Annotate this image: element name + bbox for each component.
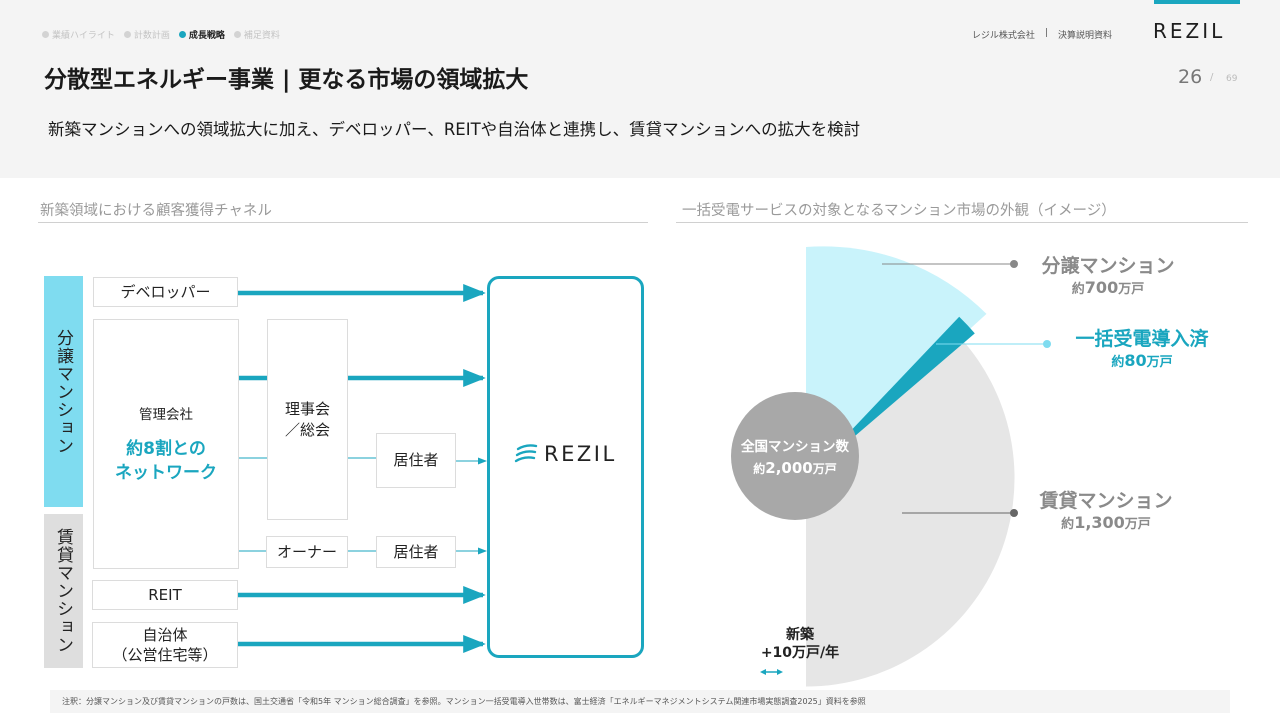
- resident-box-2: 居住者: [376, 536, 456, 568]
- municipality-box: 自治体 （公営住宅等）: [92, 622, 238, 668]
- new-build-label: 新築 +10万戸/年: [760, 627, 840, 662]
- bunjo-side-label: 分譲マンション: [44, 276, 83, 507]
- ikkatsu-value: 約80万戸: [1111, 351, 1173, 370]
- page-title: 分散型エネルギー事業 | 更なる市場の領域拡大: [44, 67, 529, 93]
- page-number: 26: [1178, 66, 1203, 88]
- left-section-heading: 新築領域における顧客獲得チャネル: [40, 203, 272, 219]
- nav-item-appendix[interactable]: 補足資料: [233, 28, 280, 41]
- new-build-arrow-left-head: [760, 669, 766, 675]
- leader-bunjo-dot: [1010, 260, 1018, 268]
- nav-dot-icon: [178, 31, 186, 38]
- page-separator: /: [1210, 72, 1214, 83]
- right-heading-divider: [676, 222, 1248, 223]
- bunjo-value: 約700万戸: [1071, 278, 1145, 297]
- leader-chintai-dot: [1010, 509, 1018, 517]
- chintai-value: 約1,300万戸: [1061, 513, 1151, 532]
- bunjo-label: 分譲マンション 約700万戸: [1030, 251, 1186, 297]
- mgmt-company-label: 管理会社: [139, 407, 193, 423]
- right-section-heading: 一括受電サービスの対象となるマンション市場の外観（イメージ）: [682, 203, 1116, 219]
- resident-box-1: 居住者: [376, 433, 456, 488]
- total-market-circle: 全国マンション数 約2,000万戸: [731, 392, 859, 520]
- mgmt-network-highlight: 約8割との ネットワーク: [115, 439, 217, 483]
- company-info: レジル株式会社 | 決算説明資料: [972, 28, 1112, 41]
- nav-item-plan[interactable]: 計数計画: [123, 28, 170, 41]
- leader-ikkatsu-dot: [1043, 340, 1051, 348]
- chintai-label: 賃貸マンション 約1,300万戸: [1026, 486, 1186, 532]
- page-total: 69: [1226, 74, 1238, 84]
- reit-box: REIT: [92, 580, 238, 610]
- rezil-header-logo: REZIL: [1153, 19, 1226, 43]
- nav-dot-icon: [42, 31, 49, 38]
- rezil-wave-icon: [514, 444, 538, 463]
- document-type: 決算説明資料: [1057, 31, 1112, 41]
- nav-item-growth[interactable]: 成長戦略: [178, 28, 225, 41]
- chintai-side-label: 賃貸マンション: [44, 514, 83, 668]
- top-accent-bar: [1154, 0, 1240, 4]
- total-market-value: 約2,000万戸: [753, 459, 837, 477]
- company-divider: |: [1044, 28, 1048, 38]
- board-box: 理事会 ／総会: [267, 319, 348, 520]
- mgmt-company-box: [93, 319, 239, 569]
- owner-box: オーナー: [266, 536, 348, 568]
- company-name: レジル株式会社: [971, 31, 1035, 41]
- new-build-arrow-right-head: [777, 669, 783, 675]
- footnote: 注釈：分譲マンション及び賃貸マンションの戸数は、国土交通省「令和5年 マンション…: [50, 690, 1230, 713]
- page-subtitle: 新築マンションへの領域拡大に加え、デベロッパー、REITや自治体と連携し、賃貸マ…: [48, 120, 861, 139]
- section-nav: 業績ハイライト 計数計画 成長戦略 補足資料: [42, 28, 280, 41]
- developer-box: デベロッパー: [93, 277, 238, 307]
- header-band: [0, 0, 1280, 178]
- ikkatsu-label: 一括受電導入済 約80万戸: [1062, 324, 1222, 370]
- nav-dot-icon: [233, 31, 241, 38]
- rezil-center-logo: REZIL: [514, 442, 617, 466]
- left-heading-divider: [38, 222, 648, 223]
- nav-item-highlights[interactable]: 業績ハイライト: [42, 28, 115, 41]
- rezil-target-box: [487, 276, 644, 658]
- nav-dot-icon: [123, 31, 131, 38]
